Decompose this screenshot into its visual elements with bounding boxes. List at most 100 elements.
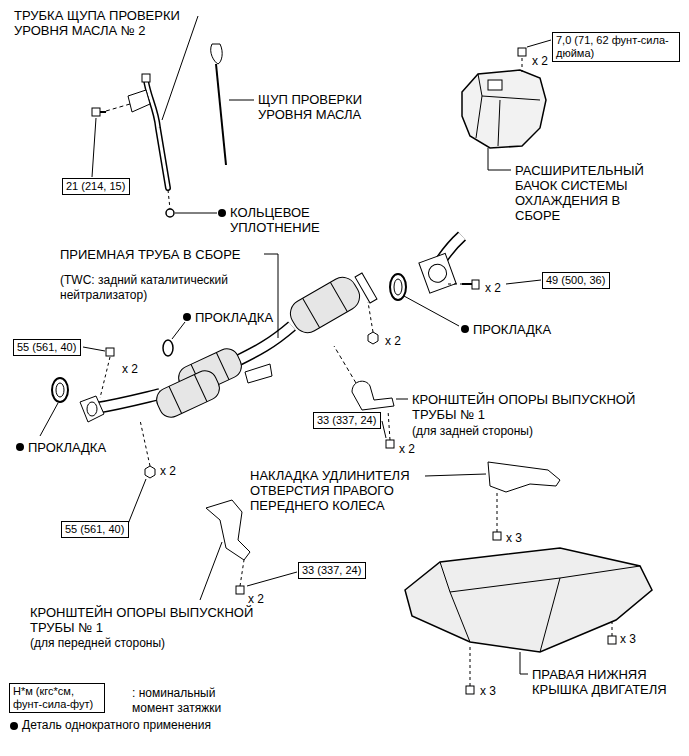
exhaust-pipe <box>404 296 459 326</box>
wheel-opening-extension-pad <box>425 462 560 540</box>
exhaust-pipe <box>100 357 110 398</box>
leader-line <box>92 16 254 177</box>
o-ring <box>175 213 217 214</box>
quantity-callout: x 3 <box>480 684 496 699</box>
exhaust-pipe <box>355 273 377 303</box>
exhaust-pipe <box>368 302 373 332</box>
exhaust-pipe <box>419 253 456 293</box>
engine-under-cover <box>520 652 528 674</box>
exhaust-pipe <box>472 280 479 289</box>
exhaust-pipe <box>16 236 541 524</box>
wheel-opening-extension-pad <box>497 490 498 532</box>
exhaust-pipe <box>40 403 58 436</box>
coolant-reservoir <box>527 40 551 47</box>
o-ring <box>218 209 226 217</box>
legend-dot <box>10 722 18 730</box>
part-name: (TWC: задний каталитический нейтрализато… <box>60 273 260 303</box>
torque-box: 21 (214, 15) <box>62 178 130 195</box>
part-name: (для задней стороны) <box>412 424 533 439</box>
torque-value: 49 (500, 36) <box>546 274 605 287</box>
exhaust-pipe <box>235 326 292 362</box>
rear-support-bracket <box>396 399 408 400</box>
exhaust-pipe <box>235 326 292 362</box>
exhaust-pipe <box>303 282 348 327</box>
legend-text: Деталь однократного применения <box>22 718 211 733</box>
torque-value: 7,0 (71, 62 фунт-сила-дюйма) <box>556 34 676 60</box>
torque-value: 33 (337, 24) <box>302 564 361 577</box>
bolt <box>92 104 130 116</box>
exhaust-pipe <box>96 394 160 408</box>
exhaust-pipe <box>368 332 378 344</box>
o-ring <box>168 190 170 209</box>
dipstick-tube <box>146 80 168 188</box>
coolant-reservoir <box>462 40 551 170</box>
exhaust-pipe <box>16 443 24 451</box>
engine-under-cover <box>470 644 471 686</box>
leader-line <box>162 16 198 120</box>
exhaust-pipe <box>80 396 104 422</box>
dipstick-tube <box>142 74 150 82</box>
exhaust-pipe <box>153 367 224 421</box>
leader-line <box>229 100 254 101</box>
front-support-bracket <box>236 586 244 594</box>
quantity-callout: x 3 <box>506 531 522 546</box>
rear-support-bracket <box>382 421 386 438</box>
exhaust-pipe <box>183 313 191 321</box>
dipstick-tube <box>128 74 168 188</box>
exhaust-pipe <box>87 402 97 416</box>
part-name: ПРАВАЯ НИЖНЯЯ КРЫШКА ДВИГАТЕЛЯ <box>532 667 667 697</box>
torque-value: 33 (337, 24) <box>317 414 376 427</box>
exhaust-pipe <box>390 274 406 300</box>
exhaust-pipe <box>285 272 364 337</box>
quantity-callout: x 2 <box>485 281 501 296</box>
front-support-bracket <box>200 542 222 600</box>
exhaust-pipe <box>506 280 541 284</box>
quantity-callout: x 3 <box>620 632 636 647</box>
rear-support-bracket <box>334 346 356 383</box>
dipstick <box>211 44 222 64</box>
exhaust-pipe <box>83 347 105 351</box>
o-ring <box>166 190 226 217</box>
torque-box: 55 (561, 40) <box>13 339 81 356</box>
coolant-reservoir <box>462 70 546 148</box>
torque-value: 21 (214, 15) <box>66 180 125 193</box>
quantity-callout: x 2 <box>248 592 264 607</box>
part-name: (для передней стороны) <box>30 636 165 651</box>
rear-support-bracket <box>386 440 394 448</box>
exhaust-pipe <box>163 340 173 356</box>
part-name: КРОНШТЕЙН ОПОРЫ ВЫПУСКНОЙ ТРУБЫ № 1 <box>412 392 667 422</box>
legend-dot <box>10 722 18 730</box>
torque-value: 55 (561, 40) <box>65 523 124 536</box>
part-name: ПРОКЛАДКА <box>195 310 273 325</box>
quantity-callout: x 2 <box>399 442 415 457</box>
coolant-reservoir <box>518 48 526 56</box>
engine-under-cover <box>608 636 616 644</box>
quantity-callout: x 2 <box>385 334 401 349</box>
exhaust-pipe <box>264 254 278 338</box>
part-name: КОЛЬЦЕВОЕ УПЛОТНЕНИЕ <box>230 205 340 235</box>
front-support-bracket <box>206 500 250 560</box>
coolant-reservoir <box>488 148 511 170</box>
exhaust-pipe <box>128 479 146 524</box>
exhaust-pipe <box>394 279 402 295</box>
torque-box: 49 (500, 36) <box>542 272 610 289</box>
front-support-bracket <box>240 560 244 586</box>
wheel-opening-extension-pad <box>425 474 486 476</box>
exhaust-pipe <box>462 283 472 285</box>
bolt <box>92 108 100 116</box>
part-name: ПРИЕМНАЯ ТРУБА В СБОРЕ <box>60 247 241 262</box>
part-name: РАСШИРИТЕЛЬНЫЙ БАЧОК СИСТЕМЫ ОХЛАЖДЕНИЯ … <box>515 163 655 223</box>
part-name: ПРОКЛАДКА <box>28 440 106 455</box>
exhaust-pipe <box>448 284 462 285</box>
exhaust-pipe <box>145 466 155 478</box>
engine-under-cover <box>612 619 613 636</box>
exhaust-pipe <box>419 253 456 293</box>
exhaust-pipe <box>355 273 377 303</box>
part-name: ПРОКЛАДКА <box>473 322 551 337</box>
exhaust-pipe <box>140 420 150 466</box>
exhaust-pipe <box>153 367 224 421</box>
rear-support-bracket <box>388 410 390 440</box>
exhaust-pipe <box>169 374 207 413</box>
exhaust-pipe <box>52 378 68 402</box>
dipstick-tube <box>146 80 168 188</box>
